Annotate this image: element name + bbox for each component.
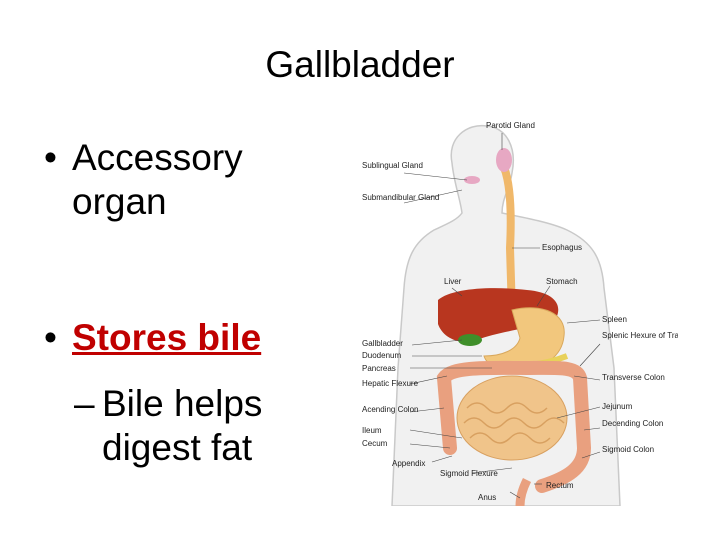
gallbladder-shape (458, 334, 482, 346)
sub-bullet-line1: Bile helps (102, 383, 263, 424)
label-descending-colon: Decending Colon (602, 419, 663, 428)
rectum-shape (515, 477, 532, 506)
sub-bullet-line2: digest fat (102, 427, 253, 468)
label-gallbladder: Gallbladder (362, 339, 403, 348)
bullet-text-line2: organ (72, 181, 167, 222)
sublingual-gland-shape (464, 176, 480, 184)
label-jejunum: Jejunum (602, 402, 633, 411)
bullet-marker: • (44, 137, 57, 178)
slide-title: Gallbladder (265, 44, 455, 85)
bullet-text-stores-bile: Stores bile (72, 317, 262, 358)
bullet-text-line1: Accessory (72, 137, 243, 178)
bullet-accessory-organ: • Accessory organ (44, 136, 284, 224)
label-sigmoid-colon: Sigmoid Colon (602, 445, 654, 454)
large-intestine-shape (436, 360, 592, 493)
label-duodenum: Duodenum (362, 351, 401, 360)
label-cecum: Cecum (362, 439, 388, 448)
label-pancreas: Pancreas (362, 364, 396, 373)
sub-bullet-marker: – (74, 383, 95, 424)
label-esophagus: Esophagus (542, 243, 582, 252)
label-ascending-colon: Acending Colon (362, 405, 418, 414)
label-liver: Liver (444, 277, 462, 286)
small-intestine-folds (463, 402, 565, 444)
bullet-stores-bile: • Stores bile (44, 316, 304, 360)
label-stomach: Stomach (546, 277, 578, 286)
label-hepatic-flexure: Hepatic Flexure (362, 379, 419, 388)
label-transverse-colon: Transverse Colon (602, 373, 665, 382)
label-splenic-flexure: Splenic Hexure of Transverse Colon (602, 331, 678, 340)
liver-shape (438, 288, 559, 342)
label-anus: Anus (478, 493, 496, 502)
label-rectum: Rectum (546, 481, 574, 490)
label-spleen: Spleen (602, 315, 627, 324)
label-submandibular-gland: Submandibular Gland (362, 193, 439, 202)
label-sublingual-gland: Sublingual Gland (362, 161, 423, 170)
bullet-marker: • (44, 317, 57, 358)
digestive-system-diagram: Parotid Gland Sublingual Gland Submandib… (362, 121, 678, 506)
label-sigmoid-flexure: Sigmoid Flexure (440, 469, 498, 478)
label-appendix: Appendix (392, 459, 425, 468)
parotid-gland-shape (496, 148, 512, 172)
sub-bullet-bile-helps: –Bile helps digest fat (74, 382, 304, 470)
label-ileum: Ileum (362, 426, 382, 435)
label-parotid-gland: Parotid Gland (486, 121, 535, 130)
